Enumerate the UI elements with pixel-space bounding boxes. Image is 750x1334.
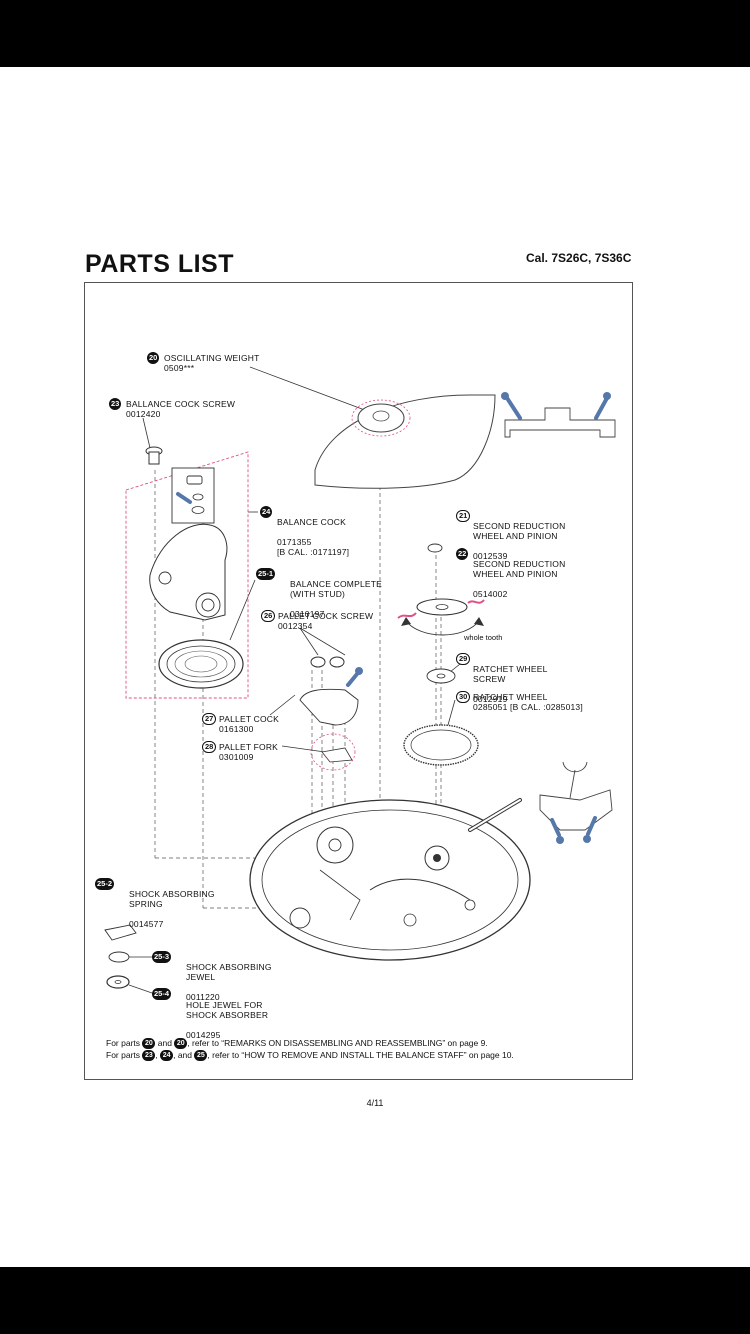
footnote-line-2: For parts 23, 24, and 25, refer to “HOW …	[106, 1050, 514, 1062]
part-number-badge: 21	[456, 510, 471, 522]
part-name: RATCHET WHEEL SCREW	[473, 664, 548, 684]
part-label-pallet-fork: PALLET FORK 0301009	[219, 742, 278, 762]
part-label-balance-complete: BALANCE COMPLETE (WITH STUD) 0310197	[290, 569, 382, 629]
part-code: 0012420	[126, 409, 161, 419]
part-name: BALANCE COCK	[277, 517, 347, 527]
part-label-second-reduction-wheel-22: SECOND REDUCTION WHEEL AND PINION 051400…	[473, 549, 565, 609]
part-code: 0285051 [B CAL. :0285013]	[473, 702, 583, 712]
part-code: 0012919	[473, 694, 508, 704]
page-number: 4/11	[366, 1098, 384, 1108]
part-number-badge: 25-2	[95, 878, 115, 890]
part-number-badge: 20	[147, 352, 160, 364]
part-code: 0161300	[219, 724, 254, 734]
part-name: RATCHET WHEEL	[473, 692, 548, 702]
part-number-badge: 27	[202, 713, 217, 725]
part-code: 0509***	[164, 363, 195, 373]
footnote-text: and	[155, 1038, 175, 1048]
part-number-badge: 28	[202, 741, 217, 753]
footnote-badge: 20	[174, 1038, 188, 1050]
part-name: SECOND REDUCTION WHEEL AND PINION	[473, 559, 566, 579]
part-label-oscillating-weight: OSCILLATING WEIGHT 0509***	[164, 353, 260, 373]
part-code: 0012354	[278, 621, 313, 631]
footnote-badge: 24	[160, 1050, 174, 1062]
diagram-frame	[84, 282, 633, 1080]
part-code: 0310197	[290, 609, 325, 619]
footnote-line-1: For parts 20 and 20, refer to “REMARKS O…	[106, 1038, 488, 1050]
part-number-badge: 26	[261, 610, 276, 622]
part-number-badge: 25-3	[152, 951, 172, 963]
top-black-bar	[0, 0, 750, 67]
part-code: 0014295	[186, 1030, 221, 1040]
part-code: 0514002	[473, 589, 508, 599]
footnote-badge: 23	[142, 1050, 156, 1062]
part-label-ratchet-wheel-screw: RATCHET WHEEL SCREW 0012919	[473, 654, 548, 714]
footnote-text: , refer to “REMARKS ON DISASSEMBLING AND…	[187, 1038, 488, 1048]
part-name: PALLET COCK	[219, 714, 279, 724]
part-name: PALLET COCK SCREW	[278, 611, 374, 621]
part-name: SHOCK ABSORBING SPRING	[129, 889, 215, 909]
part-name: SHOCK ABSORBING JEWEL	[186, 962, 272, 982]
part-code: 0301009	[219, 752, 254, 762]
part-label-pallet-cock: PALLET COCK 0161300	[219, 714, 279, 734]
part-label-shock-absorbing-spring: SHOCK ABSORBING SPRING 0014577	[129, 879, 215, 939]
part-label-hole-jewel: HOLE JEWEL FOR SHOCK ABSORBER 0014295	[186, 990, 268, 1050]
part-label-ballance-cock-screw: BALLANCE COCK SCREW 0012420	[126, 399, 235, 419]
part-label-balance-cock: BALANCE COCK 0171355 [B CAL. :0171197]	[277, 507, 349, 567]
footnote-badge: 25	[194, 1050, 208, 1062]
part-code: 0011220	[186, 992, 220, 1002]
bottom-black-bar	[0, 1267, 750, 1334]
footnote-text: ,	[155, 1050, 161, 1060]
part-name: OSCILLATING WEIGHT	[164, 353, 260, 363]
part-name: SECOND REDUCTION WHEEL AND PINION	[473, 521, 566, 541]
part-name: PALLET FORK	[219, 742, 279, 752]
part-code: 0014577	[129, 919, 164, 929]
part-number-badge: 23	[109, 398, 122, 410]
footnote-text: For parts	[106, 1038, 143, 1048]
part-label-second-reduction-wheel-21: SECOND REDUCTION WHEEL AND PINION 001253…	[473, 511, 565, 571]
footnote-badge: 20	[142, 1038, 156, 1050]
part-number-badge: 30	[456, 691, 471, 703]
part-code: 0171355 [B CAL. :0171197]	[277, 537, 350, 557]
part-label-ratchet-wheel: RATCHET WHEEL 0285051 [B CAL. :0285013]	[473, 692, 583, 712]
footnote-text: , and	[173, 1050, 195, 1060]
part-name: BALANCE COMPLETE (WITH STUD)	[290, 579, 383, 599]
part-label-shock-absorbing-jewel: SHOCK ABSORBING JEWEL 0011220	[186, 952, 272, 1012]
footnote-text: For parts	[106, 1050, 143, 1060]
whole-tooth-annotation: whole tooth	[464, 633, 503, 642]
page-title: PARTS LIST	[85, 250, 234, 278]
part-name: HOLE JEWEL FOR SHOCK ABSORBER	[186, 1000, 269, 1020]
part-label-pallet-cock-screw: PALLET COCK SCREW 0012354	[278, 611, 373, 631]
part-number-badge: 25-1	[256, 568, 276, 580]
part-number-badge: 22	[456, 548, 469, 560]
part-name: BALLANCE COCK SCREW	[126, 399, 236, 409]
calibre-label: Cal. 7S26C, 7S36C	[526, 251, 632, 265]
part-number-badge: 24	[260, 506, 273, 518]
footnote-text: , refer to “HOW TO REMOVE AND INSTALL TH…	[207, 1050, 514, 1060]
part-code: 0012539	[473, 551, 508, 561]
part-number-badge: 29	[456, 653, 471, 665]
part-number-badge: 25-4	[152, 988, 172, 1000]
